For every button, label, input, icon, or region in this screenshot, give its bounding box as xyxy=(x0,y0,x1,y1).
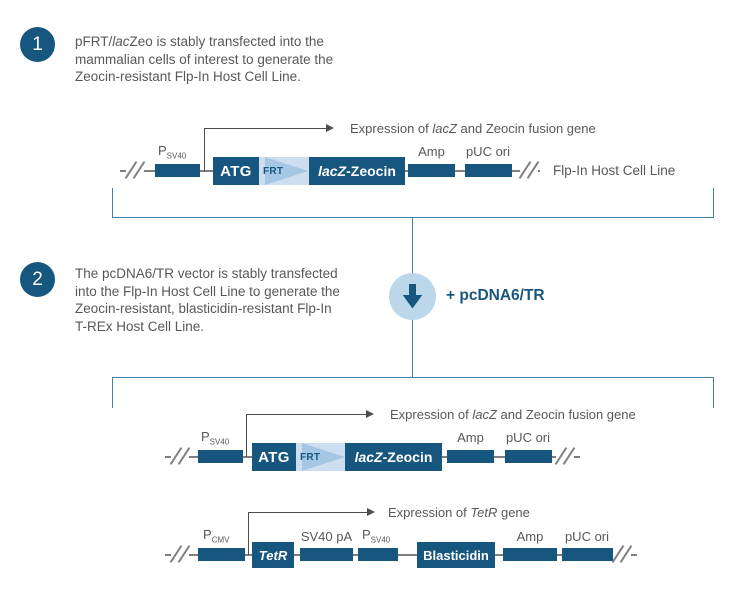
step-1-number: 1 xyxy=(32,33,43,55)
promoter-box xyxy=(155,164,200,177)
amp-box xyxy=(447,450,494,463)
step-1-line-3: Zeocin-resistant Flp-In Host Cell Line. xyxy=(75,69,301,84)
promoter-box xyxy=(358,548,398,561)
promoter-subscript: CMV xyxy=(211,535,230,545)
amp-label: Amp xyxy=(516,529,544,544)
backbone-break-icon xyxy=(518,161,540,179)
amp-box xyxy=(408,164,455,177)
promoter-subscript: SV40 xyxy=(166,151,187,161)
backbone-break-icon xyxy=(169,447,191,465)
expression-label: Expression of lacZ and Zeocin fusion gen… xyxy=(350,121,596,136)
promoter-label: PSV40 xyxy=(201,429,230,447)
step-2-badge: 2 xyxy=(20,262,55,297)
promoter-box xyxy=(198,450,243,463)
step-2-line-4: T-REx Host Cell Line. xyxy=(75,318,205,334)
backbone-break-icon xyxy=(554,447,576,465)
sv40-pa-box xyxy=(300,548,353,561)
step-2-number: 2 xyxy=(32,268,43,290)
arrowhead-icon xyxy=(367,508,375,516)
gene-name-italic: TetR xyxy=(258,547,288,563)
step-2-line-1: The pcDNA6/TR vector is stably transfect… xyxy=(75,266,338,281)
bracket-line xyxy=(112,217,714,218)
arrowhead-icon xyxy=(326,124,334,132)
backbone-break-icon xyxy=(169,545,191,563)
lacz-zeocin-box: lacZ-Zeocin xyxy=(345,443,442,471)
promoter-subscript: SV40 xyxy=(370,535,391,545)
sv40-pa-label: SV40 pA xyxy=(300,529,353,544)
expression-arrow-line xyxy=(248,512,367,513)
construct-caption: Flp-In Host Cell Line xyxy=(553,163,676,178)
backbone-break-icon xyxy=(124,161,146,179)
expression-label: Expression of TetR gene xyxy=(388,505,530,520)
expression-arrow-line xyxy=(246,414,366,415)
amp-label: Amp xyxy=(457,430,484,445)
blasticidin-box: Blasticidin xyxy=(417,542,495,568)
lacz-zeocin-box: lacZ-Zeocin xyxy=(309,157,405,185)
frt-site: FRT xyxy=(296,443,345,471)
puc-ori-label: pUC ori xyxy=(505,430,551,445)
expression-arrow-line xyxy=(248,512,249,555)
puc-ori-box xyxy=(562,548,613,561)
frt-direction-arrow-icon xyxy=(302,443,345,471)
expression-label: Expression of lacZ and Zeocin fusion gen… xyxy=(390,407,636,422)
frt-label: FRT xyxy=(263,166,284,177)
arrowhead-icon xyxy=(366,410,374,418)
expression-arrow-line xyxy=(246,414,247,457)
bracket-line xyxy=(112,377,113,408)
atg-box: ATG xyxy=(252,443,296,471)
frt-label: FRT xyxy=(300,452,321,463)
promoter-label: PCMV xyxy=(203,527,230,545)
gene-name-italic: lacZ xyxy=(354,449,383,465)
bracket-line xyxy=(112,377,714,378)
puc-ori-label: pUC ori xyxy=(564,529,610,544)
step-2-line-2: into the Flp-In Host Cell Line to genera… xyxy=(75,283,340,299)
transfection-node xyxy=(389,273,436,320)
promoter-subscript: SV40 xyxy=(209,437,230,447)
atg-box: ATG xyxy=(213,157,259,185)
step-1-description: pFRT/lacZeo is stably transfected into t… xyxy=(75,33,333,86)
promoter-label: PSV40 xyxy=(362,527,391,545)
puc-ori-box xyxy=(505,450,552,463)
tetr-box: TetR xyxy=(252,542,294,568)
gene-name-italic: lacZ xyxy=(318,163,347,179)
gene-name-italic: TetR xyxy=(470,505,498,520)
promoter-label: PSV40 xyxy=(158,143,187,161)
step-2-description: The pcDNA6/TR vector is stably transfect… xyxy=(75,265,340,335)
puc-ori-box xyxy=(465,164,512,177)
step-2-line-3: Zeocin-resistant, blasticidin-resistant … xyxy=(75,301,332,316)
pcdna6-tr-label: + pcDNA6/TR xyxy=(446,287,545,304)
expression-arrow-line xyxy=(204,128,326,129)
promoter-box xyxy=(198,548,245,561)
step-1-line-1: pFRT/lacZeo is stably transfected into t… xyxy=(75,34,324,49)
puc-ori-label: pUC ori xyxy=(465,144,511,159)
expression-arrow-line xyxy=(204,128,205,171)
down-arrow-icon xyxy=(402,284,423,309)
gene-name-italic: lac xyxy=(112,34,130,49)
amp-label: Amp xyxy=(418,144,445,159)
step-1-badge: 1 xyxy=(20,27,55,62)
bracket-line xyxy=(713,377,714,408)
backbone-break-icon xyxy=(611,545,633,563)
gene-name-italic: lacZ xyxy=(432,121,457,136)
bracket-line xyxy=(112,188,113,218)
frt-site: FRT xyxy=(259,157,309,185)
step-1-line-2: mammalian cells of interest to generate … xyxy=(75,51,334,67)
frt-direction-arrow-icon xyxy=(265,157,308,185)
plasmid-backbone xyxy=(165,554,637,556)
gene-name-italic: lacZ xyxy=(472,407,497,422)
bracket-line xyxy=(713,188,714,218)
amp-box xyxy=(503,548,557,561)
